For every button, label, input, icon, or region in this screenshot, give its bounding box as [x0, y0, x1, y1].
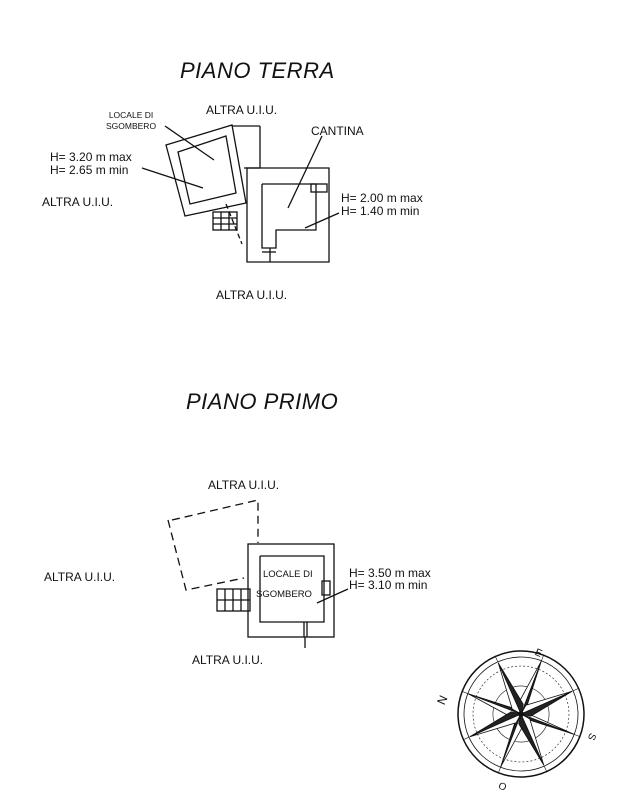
pt-locale-sgombero-room: [165, 124, 247, 217]
pp-h-max: H= 3.50 m max: [349, 566, 431, 580]
pp-locale-line1: LOCALE DI: [263, 569, 313, 580]
pp-stair: [216, 588, 251, 612]
pp-locale-sgombero-room: [247, 543, 335, 648]
pt-stair: [212, 203, 243, 245]
pp-locale-label: LOCALE DI SGOMBERO: [256, 565, 313, 605]
pp-locale-line2: SGOMBERO: [256, 589, 312, 600]
pp-leader-line: [316, 588, 349, 604]
piano-terra-title: PIANO TERRA: [180, 58, 335, 83]
pt-left-h-min: H= 2.65 m min: [50, 163, 129, 177]
pp-altra-uiu-bottom: ALTRA U.I.U.: [192, 653, 264, 667]
pt-right-h-min: H= 1.40 m min: [341, 204, 420, 218]
pt-left-h-max: H= 3.20 m max: [50, 150, 132, 164]
pp-altra-uiu-left: ALTRA U.I.U.: [44, 570, 116, 584]
pt-right-h-max: H= 2.00 m max: [341, 191, 423, 205]
pt-locale-label: LOCALE DI SGOMBERO: [106, 110, 156, 132]
pt-cantina-label: CANTINA: [311, 124, 364, 138]
pp-dashed-outline: [167, 499, 259, 591]
pt-altra-uiu-bottom: ALTRA U.I.U.: [216, 288, 288, 302]
pt-altra-uiu-left: ALTRA U.I.U.: [42, 195, 114, 209]
compass-rose: [457, 650, 585, 778]
pp-h-min: H= 3.10 m min: [349, 578, 428, 592]
pt-locale-line1: LOCALE DI: [108, 110, 154, 120]
pt-leader-lines: [141, 125, 340, 229]
pt-locale-line2: SGOMBERO: [106, 121, 157, 131]
pp-altra-uiu-top: ALTRA U.I.U.: [208, 478, 280, 492]
pt-cantina-room: [246, 167, 330, 263]
pt-altra-uiu-top: ALTRA U.I.U.: [206, 103, 278, 117]
piano-primo-title: PIANO PRIMO: [186, 389, 339, 414]
